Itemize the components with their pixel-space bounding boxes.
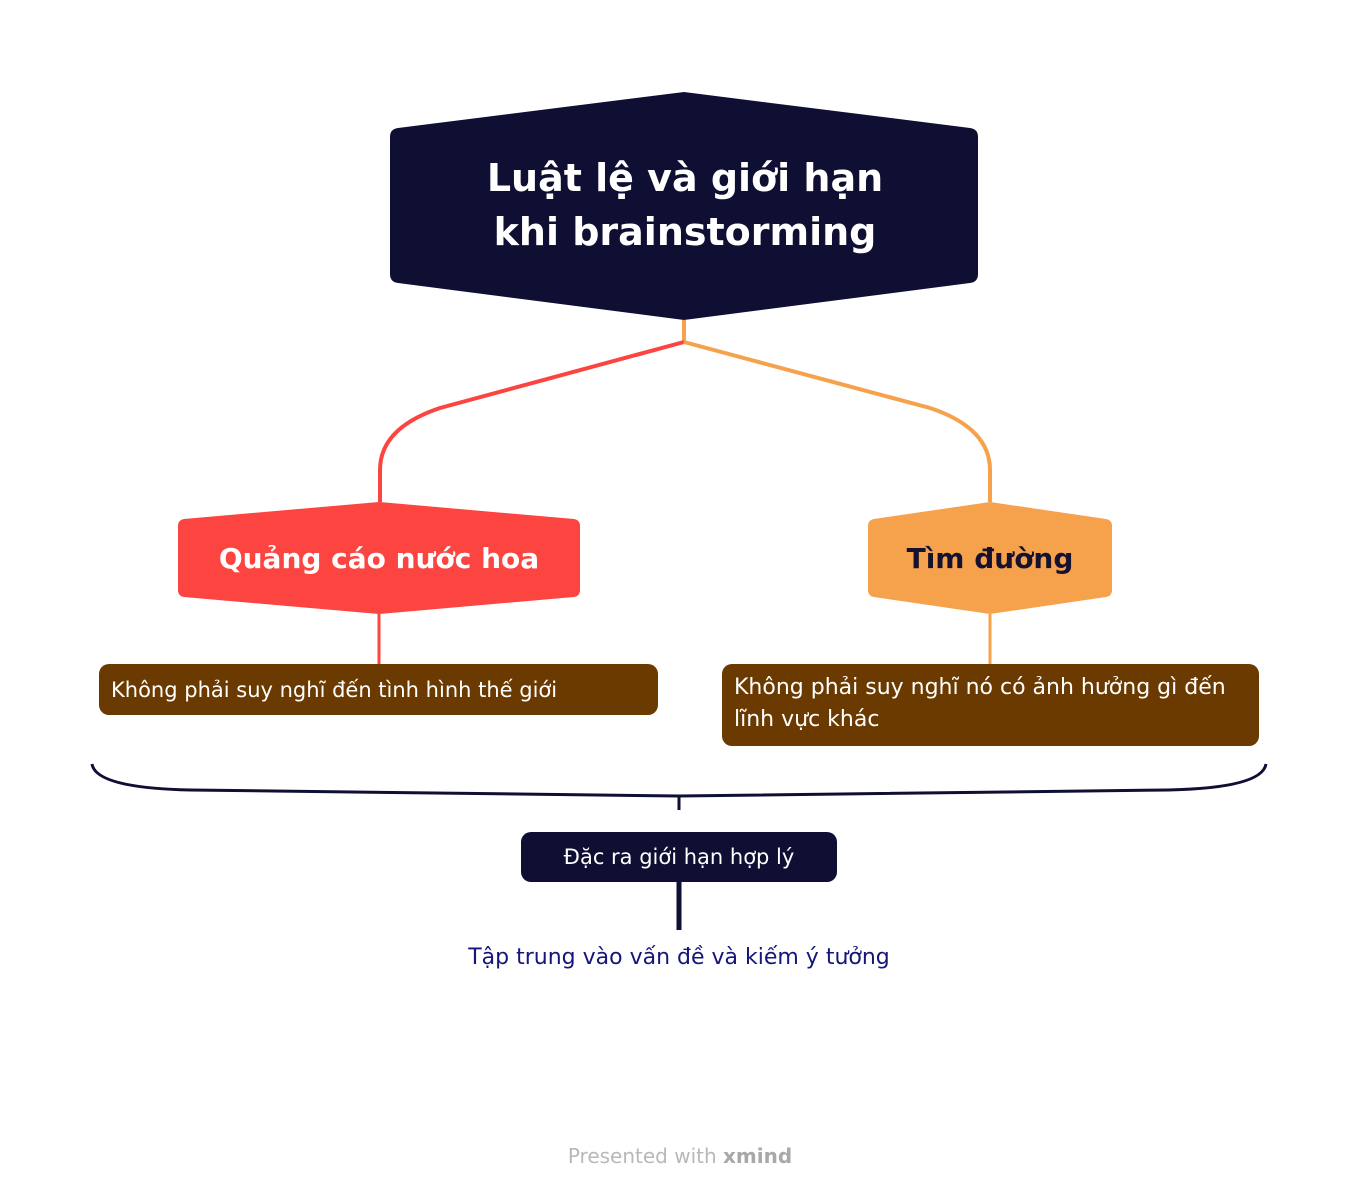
connector-left-branch xyxy=(378,340,685,502)
left-leaf-text: Không phải suy nghĩ đến tình hình thế gi… xyxy=(111,677,558,702)
summary-brace xyxy=(90,763,1268,798)
summary-topic-text: Đặc ra giới hạn hợp lý xyxy=(563,845,795,869)
left-leaf-topic[interactable]: Không phải suy nghĩ đến tình hình thế gi… xyxy=(99,664,658,715)
right-leaf-topic[interactable]: Không phải suy nghĩ nó có ảnh hưởng gì đ… xyxy=(722,664,1259,746)
summary-topic[interactable]: Đặc ra giới hạn hợp lý xyxy=(521,832,837,882)
footer-credit: Presented with xmind xyxy=(480,1140,880,1172)
footer-prefix: Presented with xyxy=(567,1144,717,1168)
root-topic-text: Luật lệ và giới hạn khi brainstorming xyxy=(486,156,884,254)
left-branch-label: Quảng cáo nước hoa xyxy=(218,541,540,575)
summary-note-text: Tập trung vào vấn đề và kiếm ý tưởng xyxy=(468,945,890,970)
right-branch-label: Tìm đường xyxy=(906,541,1074,575)
right-branch-shape[interactable] xyxy=(868,502,1112,614)
connector-right-branch xyxy=(683,340,992,502)
footer-brand: xmind xyxy=(723,1144,793,1168)
right-leaf-text: Không phải suy nghĩ nó có ảnh hưởng gì đ… xyxy=(734,675,1226,732)
root-node-shape[interactable] xyxy=(390,92,978,320)
left-branch-shape[interactable] xyxy=(178,502,580,614)
